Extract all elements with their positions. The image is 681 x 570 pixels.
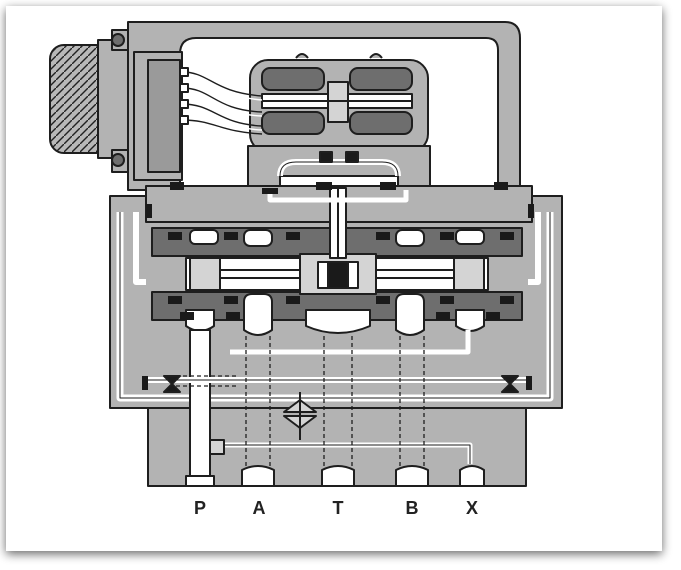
wire-terminals bbox=[179, 67, 189, 125]
port-label-b: B bbox=[406, 498, 419, 518]
coil-wires bbox=[181, 71, 263, 135]
port-label-p: P bbox=[194, 498, 206, 518]
electrical-connector bbox=[49, 29, 135, 173]
dashed-passages bbox=[176, 336, 425, 470]
port-label-a: A bbox=[253, 498, 266, 518]
main-valve-body bbox=[109, 185, 563, 487]
check-valve bbox=[283, 392, 317, 440]
port-label-x: X bbox=[466, 498, 478, 518]
port-label-t: T bbox=[333, 498, 344, 518]
seals bbox=[142, 182, 534, 390]
pilot-housing bbox=[127, 21, 521, 191]
port-orings bbox=[185, 465, 485, 487]
throttle-valves bbox=[163, 375, 519, 393]
